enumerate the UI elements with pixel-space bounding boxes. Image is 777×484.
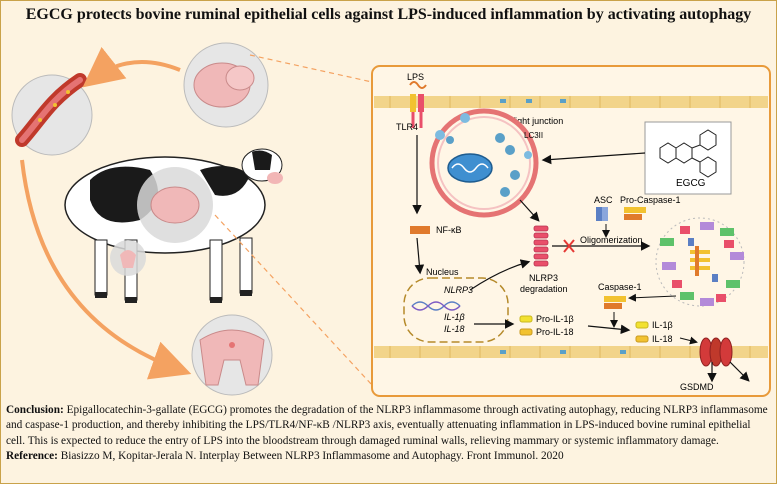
nlrp3-gene-label: NLRP3 xyxy=(444,285,473,295)
udder-inset xyxy=(191,314,273,396)
nlrp3-protein-icon xyxy=(533,225,549,267)
nucleus-to-nlrp3-arrow xyxy=(469,259,531,291)
il-to-gsdmd-arrow xyxy=(679,336,698,345)
pro-il18-label: Pro-IL-18 xyxy=(536,327,574,337)
tlr4-label: TLR4 xyxy=(396,122,418,132)
reference-text: Biasizzo M, Kopitar-Jerala N. Interplay … xyxy=(60,450,564,463)
figure-caption: Conclusion: Epigallocatechin-3-gallate (… xyxy=(6,403,771,479)
nfkb-icon xyxy=(410,226,430,234)
flow-arrows xyxy=(20,46,192,380)
reference-heading: Reference: xyxy=(6,450,58,463)
pro-caspase1-label: Pro-Caspase-1 xyxy=(620,195,681,205)
conclusion-text: Epigallocatechin-3-gallate (EGCG) promot… xyxy=(6,404,768,447)
inflammasome-to-caspase-arrow xyxy=(628,293,677,302)
caspase1-icon xyxy=(604,296,626,309)
gsdmd-pore-icon xyxy=(699,337,750,383)
figure-title: EGCG protects bovine ruminal epithelial … xyxy=(25,6,752,23)
degradation-label: degradation xyxy=(520,284,568,294)
nlrp3-label: NLRP3 xyxy=(529,273,558,283)
il18-gene-label: IL-18 xyxy=(444,324,465,334)
nucleus xyxy=(403,277,509,343)
pro-il1b-label: Pro-IL-1β xyxy=(536,314,574,324)
graphical-abstract: LPS TLR4 Tight junction LC3II EGCG NF-κB… xyxy=(11,42,771,397)
oligomerization-label: Oligomerization xyxy=(580,235,643,245)
egcg-structure-box xyxy=(644,121,732,195)
nfkb-to-nucleus-arrow xyxy=(414,237,425,275)
nlrp3-inflammasome-icon xyxy=(655,217,745,307)
caspase1-label: Caspase-1 xyxy=(598,282,642,292)
il18-label: IL-18 xyxy=(652,334,673,344)
rumen-inset xyxy=(183,42,269,128)
nucleus-label: Nucleus xyxy=(426,267,459,277)
tight-junction-label: Tight junction xyxy=(510,116,563,126)
cow-illustration xyxy=(64,148,283,303)
autophagosome xyxy=(429,108,539,218)
pro-il1b-icon xyxy=(519,315,533,323)
egcg-arrow xyxy=(541,152,646,165)
asc-icon xyxy=(596,207,608,221)
conclusion-heading: Conclusion: xyxy=(6,404,64,416)
conclusion-paragraph: Conclusion: Epigallocatechin-3-gallate (… xyxy=(6,403,771,449)
il18-icon xyxy=(635,335,649,343)
zoom-connectors xyxy=(214,54,373,386)
autophagosome-to-nlrp3-arrow xyxy=(519,199,540,222)
il1b-gene-label: IL-1β xyxy=(444,312,465,322)
nfkb-label: NF-κB xyxy=(436,225,462,235)
egcg-label: EGCG xyxy=(676,178,706,189)
il1b-icon xyxy=(635,321,649,329)
pro-caspase1-icon xyxy=(624,207,646,220)
asc-label: ASC xyxy=(594,195,613,205)
gsdmd-label: GSDMD xyxy=(680,382,714,392)
lc3ii-label: LC3II xyxy=(524,131,543,140)
pro-il-to-il-arrow xyxy=(587,324,631,335)
blocked-icon xyxy=(563,239,575,253)
blood-vessel-inset xyxy=(11,73,93,156)
dna-helix-icon xyxy=(411,301,461,311)
pro-il18-icon xyxy=(519,328,533,336)
lps-label: LPS xyxy=(407,72,424,82)
il1b-label: IL-1β xyxy=(652,320,673,330)
lps-tlr4-receptor xyxy=(409,81,427,128)
reference-paragraph: Reference: Biasizzo M, Kopitar-Jerala N.… xyxy=(6,449,771,464)
